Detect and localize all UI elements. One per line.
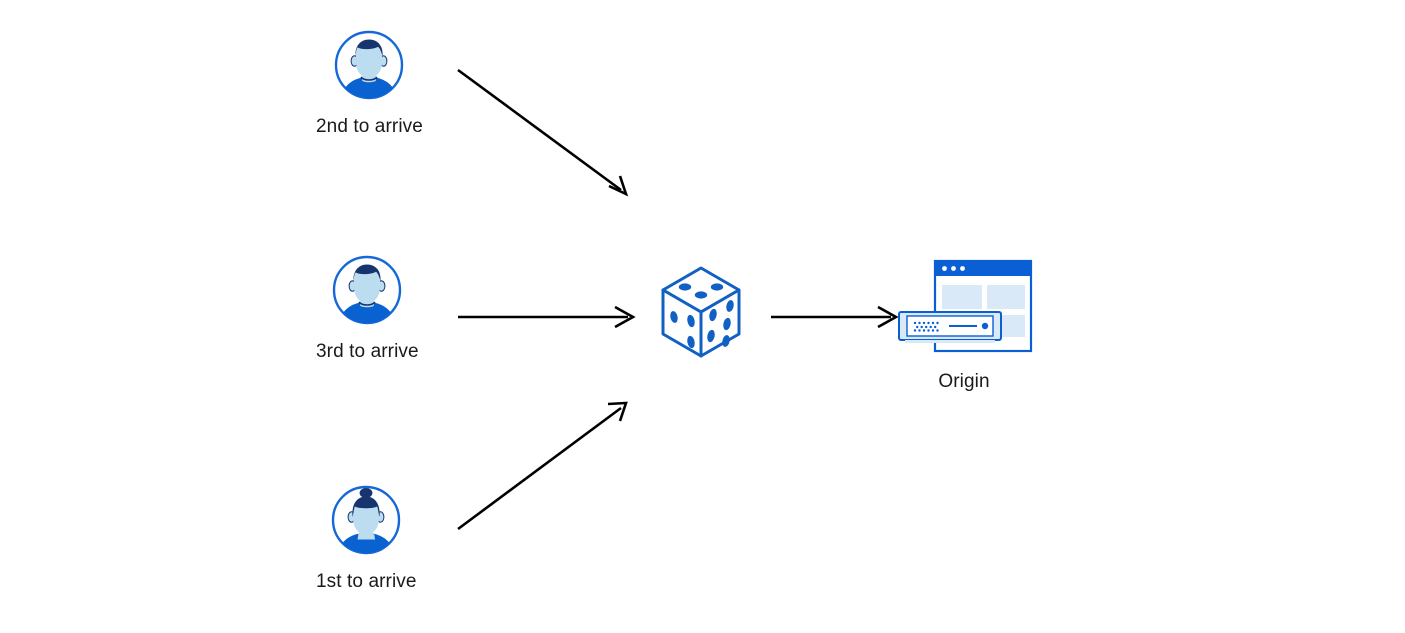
user-avatar-male-short-hair-icon <box>330 253 404 327</box>
client-node-middle[interactable]: 3rd to arrive <box>316 253 419 363</box>
user-avatar-female-bun-icon <box>329 483 403 557</box>
server-device <box>898 311 1002 343</box>
arrow-top-client-to-dice <box>457 68 629 197</box>
origin-label: Origin <box>938 371 990 392</box>
arrow-dice-to-origin <box>771 305 899 329</box>
client-label-middle: 3rd to arrive <box>316 341 419 362</box>
client-node-bottom[interactable]: 1st to arrive <box>316 483 417 593</box>
user-avatar-male-short-hair-icon <box>332 28 406 102</box>
randomizer-node[interactable] <box>655 262 747 364</box>
client-label-top: 2nd to arrive <box>316 116 423 137</box>
client-node-top[interactable]: 2nd to arrive <box>316 28 423 138</box>
arrow-middle-client-to-dice <box>458 305 636 329</box>
browser-window-with-server-icon <box>893 258 1035 358</box>
dice-cube-icon <box>655 262 747 364</box>
client-label-bottom: 1st to arrive <box>316 571 417 592</box>
arrow-bottom-client-to-dice <box>457 401 628 531</box>
origin-node[interactable]: Origin <box>893 258 1035 393</box>
